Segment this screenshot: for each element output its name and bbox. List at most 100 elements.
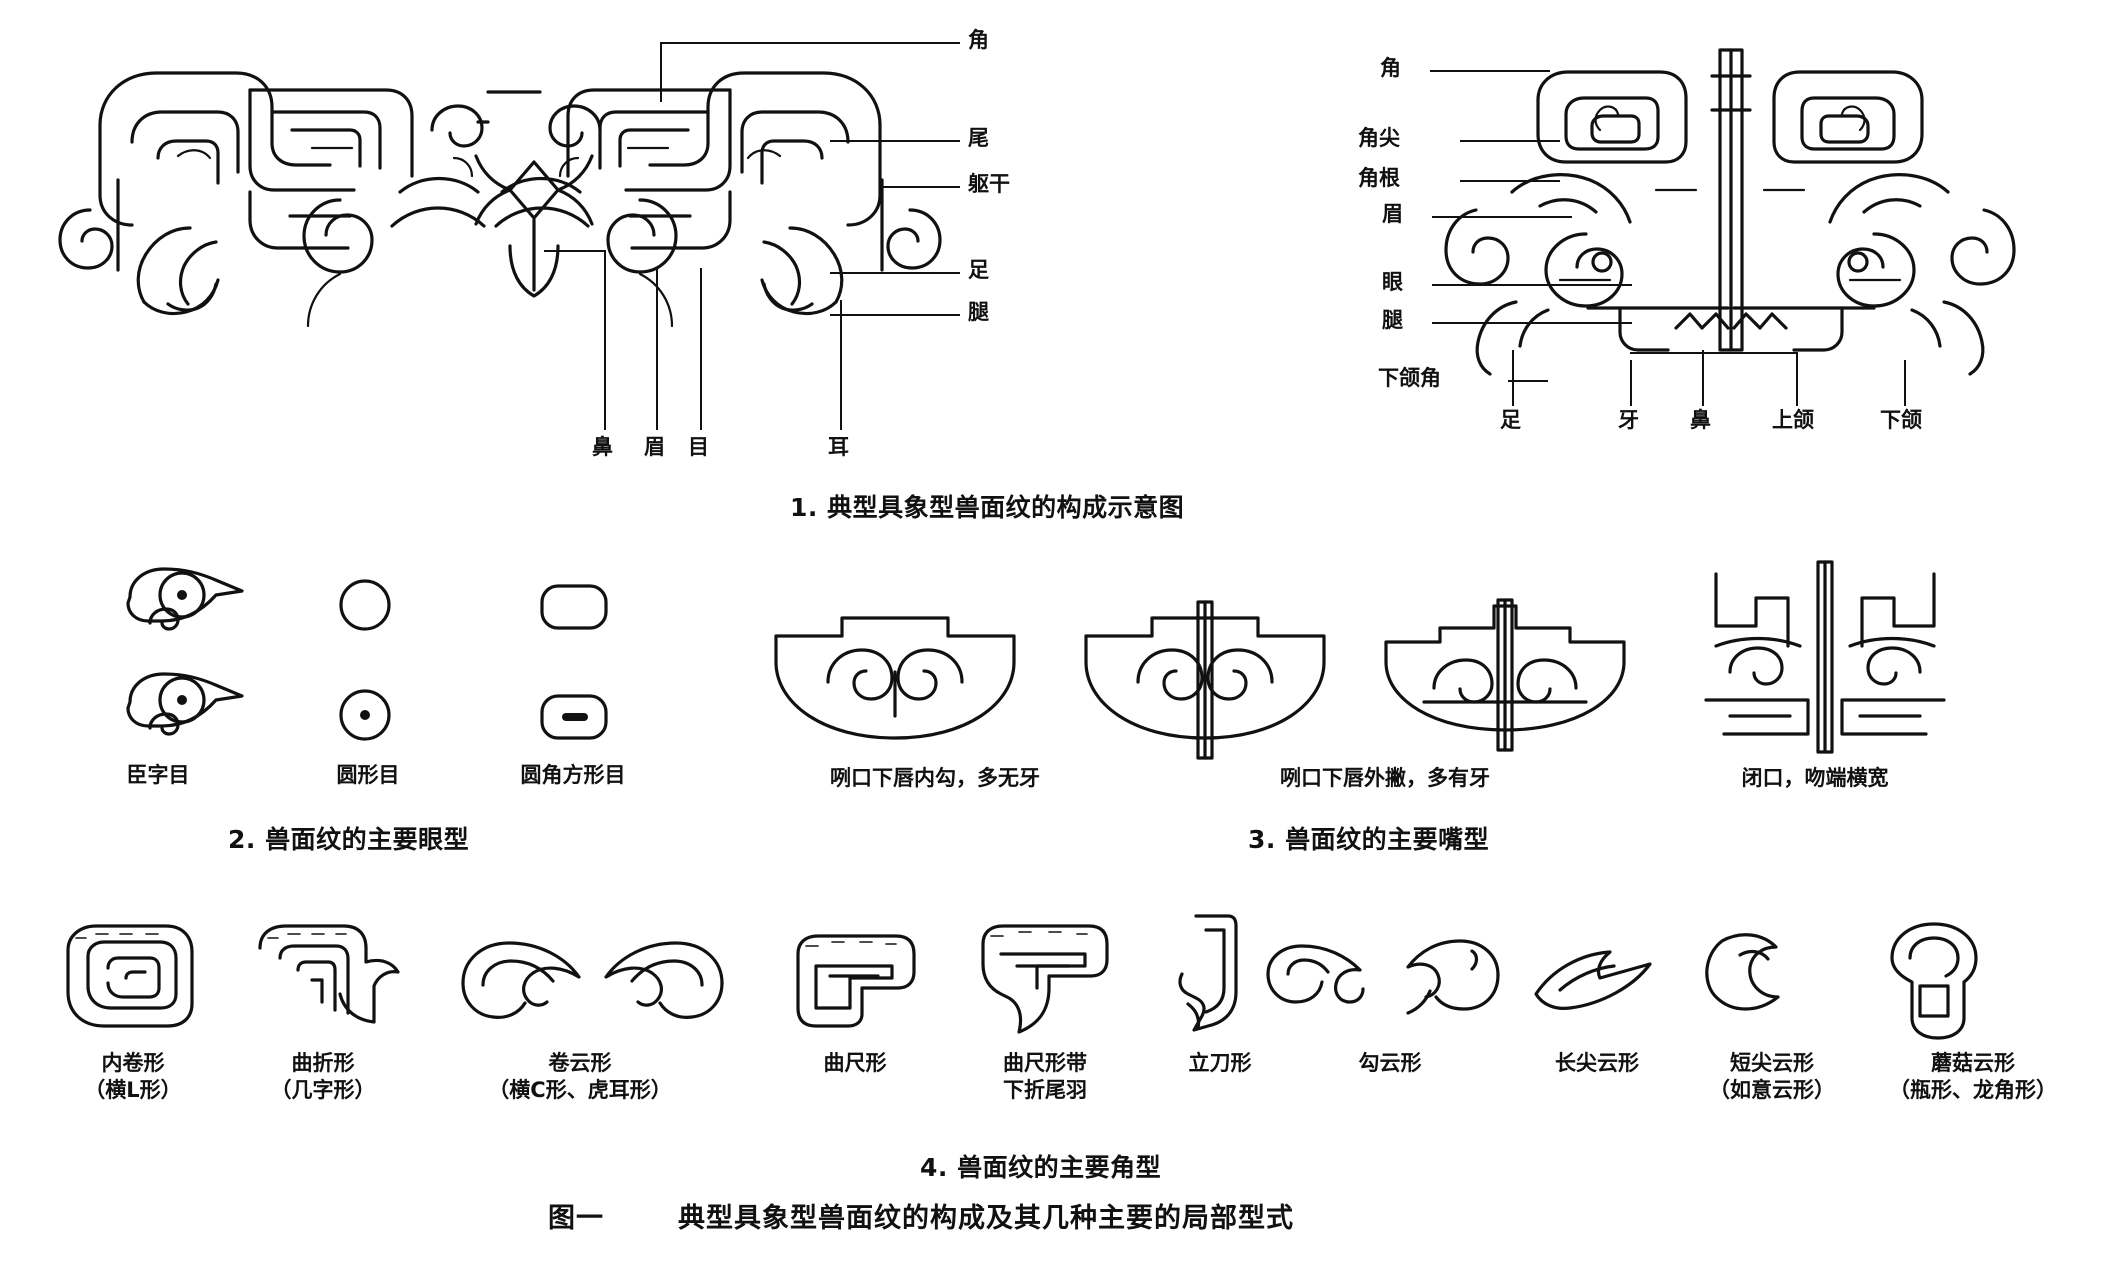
leader-torso [880, 186, 960, 188]
label-brow-right: 眉 [1382, 202, 1403, 226]
caption-panel-3: 3. 兽面纹的主要嘴型 [1248, 825, 1490, 854]
leader-eye-r [1432, 284, 1632, 286]
horn-type-0 [60, 920, 200, 1030]
label-leg-left: 腿 [968, 300, 989, 324]
horn-type-8 [1700, 925, 1810, 1035]
label-horn-root: 角根 [1358, 166, 1400, 190]
leader-tail [830, 140, 960, 142]
horn-label-3: 曲尺形 [775, 1050, 935, 1077]
horn-label-4-sub: 下折尾羽 [1003, 1078, 1087, 1103]
leader-horn-stem [660, 42, 662, 102]
horn-label-9-sub: （瓶形、龙角形） [1889, 1078, 2057, 1103]
horn-type-5 [1168, 908, 1268, 1048]
label-foot-right: 足 [1500, 408, 1521, 432]
label-eye-left: 目 [688, 435, 709, 459]
horn-type-9 [1862, 918, 2002, 1040]
label-ear-left: 耳 [828, 435, 849, 459]
horn-label-2-sub: （横C形、虎耳形） [488, 1078, 672, 1103]
leader-lower-jaw [1904, 360, 1906, 406]
horn-label-0-main: 内卷形 [101, 1051, 165, 1075]
horn-label-9: 蘑菇云形 （瓶形、龙角形） [1858, 1050, 2088, 1105]
horn-label-1: 曲折形 （几字形） [238, 1050, 408, 1105]
horn-type-3 [790, 930, 920, 1030]
horn-type-2a [455, 935, 585, 1025]
label-leg-right: 腿 [1382, 308, 1403, 332]
label-foot-left: 足 [968, 258, 989, 282]
taotie-frontal-diagram [1420, 40, 2040, 376]
label-lower-jaw: 下颌 [1880, 408, 1922, 432]
horn-label-0-sub: （横L形） [84, 1078, 182, 1103]
eye-type-rounded-square-pupil [530, 680, 620, 750]
mouth-label-1: 咧口下唇外撇，多有牙 [1280, 766, 1490, 790]
horn-label-0: 内卷形 （横L形） [48, 1050, 218, 1105]
leader-eye-stem [700, 268, 702, 430]
horn-label-4: 曲尺形带 下折尾羽 [950, 1050, 1140, 1105]
eye-label-2: 圆角方形目 [520, 763, 626, 787]
horn-label-4-main: 曲尺形带 [1003, 1051, 1087, 1075]
mouth-type-open-inward [770, 612, 1020, 752]
label-tail: 尾 [968, 126, 989, 150]
horn-label-9-main: 蘑菇云形 [1931, 1051, 2015, 1075]
leader-upper-jaw [1796, 352, 1798, 406]
horn-label-1-sub: （几字形） [270, 1078, 376, 1103]
caption-panel-2: 2. 兽面纹的主要眼型 [228, 825, 470, 854]
leader-horn-r [1430, 70, 1550, 72]
eye-type-round-pupil [330, 680, 400, 750]
mouth-type-closed [1380, 596, 1630, 756]
horn-label-6-main: 勾云形 [1358, 1051, 1422, 1075]
leader-brow-r [1432, 216, 1572, 218]
horn-label-8-main: 短尖云形 [1730, 1051, 1814, 1075]
leader-nose-bar [544, 250, 606, 252]
figure-number: 图一 [548, 1203, 604, 1234]
mouth-type-wide-snout [1690, 560, 1960, 760]
horn-label-8: 短尖云形 （如意云形） [1672, 1050, 1872, 1105]
label-torso: 躯干 [968, 172, 1010, 196]
eye-type-chen-variant [120, 660, 250, 750]
horn-label-3-main: 曲尺形 [823, 1051, 887, 1075]
horn-type-2b [600, 935, 730, 1025]
label-horn-left: 角 [968, 28, 989, 52]
leader-horn [660, 42, 960, 44]
horn-type-7 [1530, 938, 1660, 1028]
horn-label-2: 卷云形 （横C形、虎耳形） [430, 1050, 730, 1105]
eye-label-0: 臣字目 [126, 763, 190, 787]
figure-title: 典型具象型兽面纹的构成及其几种主要的局部型式 [678, 1203, 1294, 1234]
mouth-label-0: 咧口下唇内勾，多无牙 [830, 766, 1040, 790]
label-horn-right: 角 [1380, 56, 1401, 80]
leader-foot-r [1512, 350, 1514, 406]
eye-type-chen [120, 555, 250, 645]
leader-leg-r [1432, 322, 1632, 324]
leader-nose-stem [604, 250, 606, 430]
horn-label-1-main: 曲折形 [291, 1051, 355, 1075]
eye-type-rounded-square [530, 570, 620, 640]
eye-type-round [330, 570, 400, 640]
label-horn-tip: 角尖 [1358, 126, 1400, 150]
horn-label-5-main: 立刀形 [1188, 1051, 1252, 1075]
leader-leg [830, 314, 960, 316]
horn-label-6: 勾云形 [1310, 1050, 1470, 1077]
caption-panel-1: 1. 典型具象型兽面纹的构成示意图 [790, 493, 1185, 522]
horn-type-4 [975, 920, 1115, 1040]
horn-label-8-sub: （如意云形） [1709, 1078, 1835, 1103]
horn-label-2-main: 卷云形 [548, 1051, 612, 1075]
label-tooth: 牙 [1618, 408, 1639, 432]
label-nose-right: 鼻 [1690, 408, 1711, 432]
leader-nose-r [1702, 350, 1704, 406]
label-eye-right: 眼 [1382, 270, 1403, 294]
caption-panel-4: 4. 兽面纹的主要角型 [920, 1153, 1162, 1182]
label-upper-jaw: 上颌 [1772, 408, 1814, 432]
eye-label-1: 圆形目 [336, 763, 400, 787]
leader-foot [830, 272, 960, 274]
horn-label-7-main: 长尖云形 [1555, 1051, 1639, 1075]
label-nose-left: 鼻 [592, 435, 613, 459]
label-brow-left: 眉 [644, 435, 665, 459]
horn-label-5: 立刀形 [1145, 1050, 1295, 1077]
leader-brow-stem [656, 268, 658, 430]
mouth-type-open-outward [1080, 600, 1330, 760]
leader-horn-root [1460, 180, 1560, 182]
horn-type-6b [1388, 935, 1508, 1025]
horn-type-6a [1258, 940, 1378, 1020]
leader-jaw-angle [1508, 380, 1548, 382]
taotie-band-diagram [40, 30, 1150, 328]
